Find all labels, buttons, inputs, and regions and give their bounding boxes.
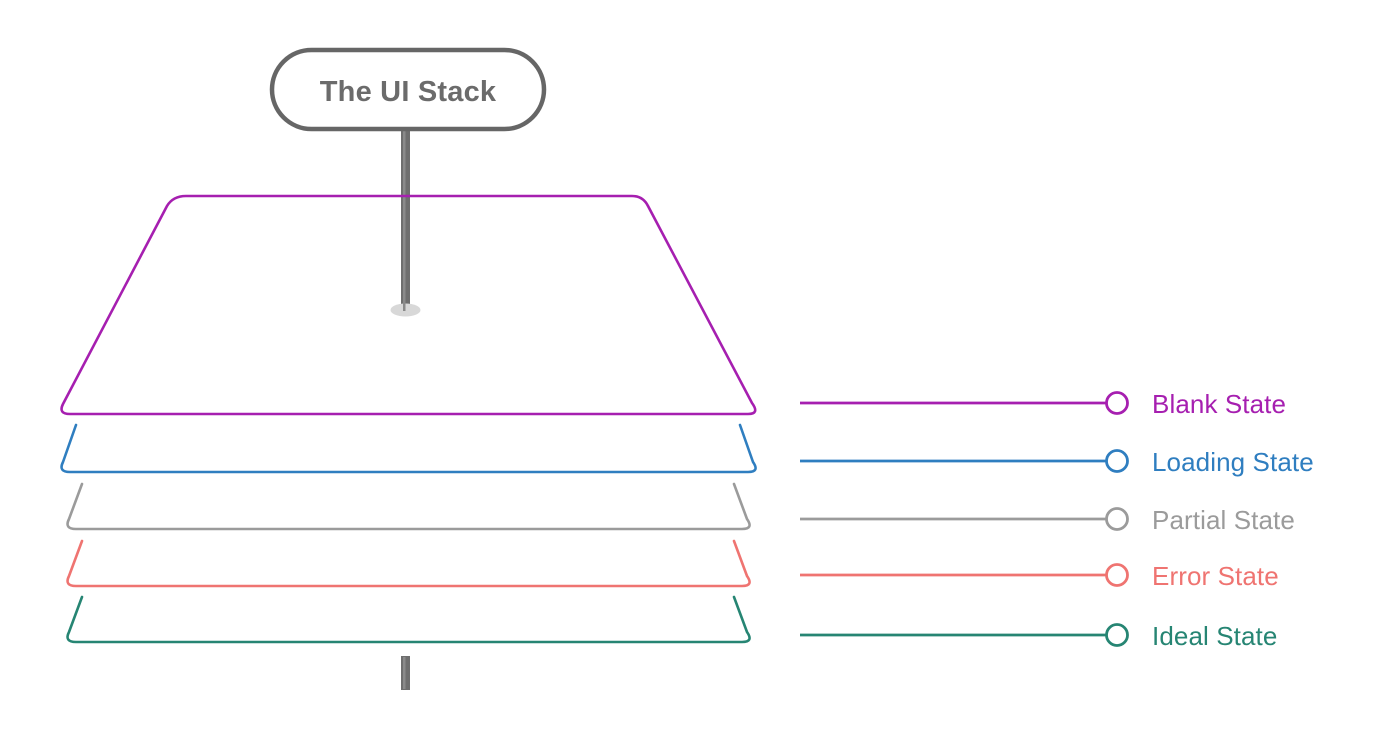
layer-ideal-state[interactable] [66, 595, 751, 644]
legend-item-partial-state[interactable]: Partial State [800, 505, 1295, 535]
legend-label-blank-state: Blank State [1152, 389, 1286, 419]
layer-partial-state-shape [66, 482, 751, 531]
legend-marker-loading-state [1105, 449, 1129, 473]
layer-error-state-shape [66, 539, 751, 588]
layer-error-state[interactable] [66, 539, 751, 588]
layer-partial-state[interactable] [66, 482, 751, 531]
legend-label-ideal-state: Ideal State [1152, 621, 1277, 651]
title-badge-pill[interactable] [269, 47, 547, 132]
legend-marker-partial-state [1105, 507, 1129, 531]
legend-label-error-state: Error State [1152, 561, 1279, 591]
legend-item-loading-state[interactable]: Loading State [800, 447, 1314, 477]
legend-marker-error-state [1105, 563, 1129, 587]
legend-label-partial-state: Partial State [1152, 505, 1295, 535]
pole-highlight [403, 127, 406, 311]
legend-item-ideal-state[interactable]: Ideal State [800, 621, 1277, 651]
legend-marker-blank-state [1105, 391, 1129, 415]
bottom-stub-highlight [403, 657, 406, 689]
layer-blank-state[interactable] [60, 194, 757, 416]
title-badge-group[interactable]: The UI Stack [269, 47, 547, 317]
bottom-stub-group [401, 656, 410, 690]
layer-ideal-state-shape [66, 595, 751, 644]
legend-marker-ideal-state [1105, 623, 1129, 647]
legend-item-error-state[interactable]: Error State [800, 561, 1279, 591]
title-badge-label: The UI Stack [320, 76, 497, 108]
legend-label-loading-state: Loading State [1152, 447, 1314, 477]
layer-loading-state-shape [60, 423, 757, 474]
legend-item-blank-state[interactable]: Blank State [800, 389, 1286, 419]
layer-loading-state[interactable] [60, 423, 757, 474]
layer-blank-state-shape [60, 194, 757, 416]
